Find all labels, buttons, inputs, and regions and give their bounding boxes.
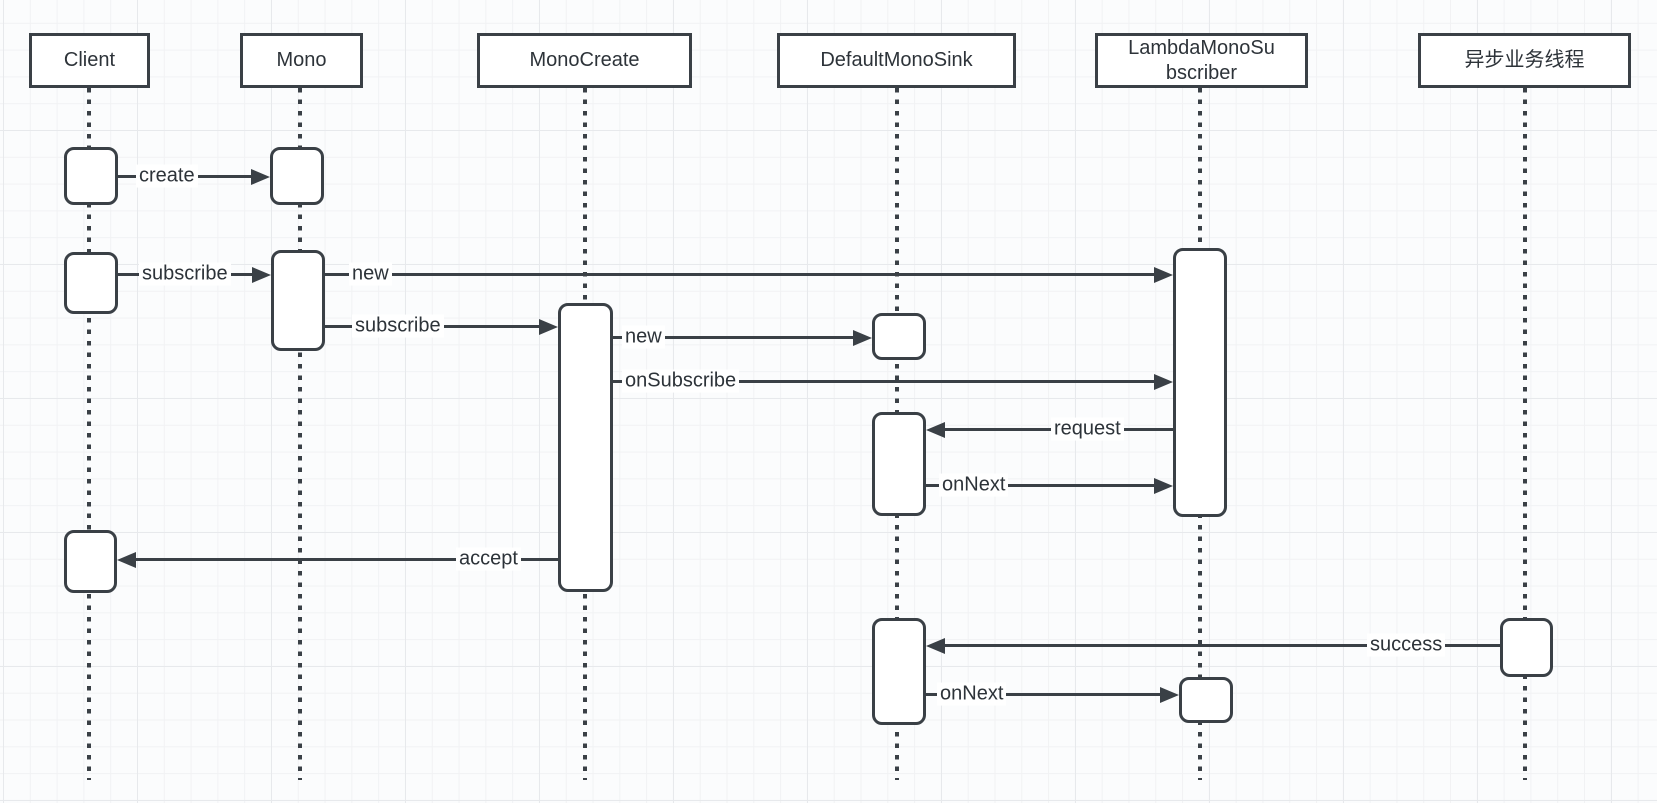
arrowhead-right-icon <box>1154 267 1173 283</box>
message-line-onsubscribe[interactable] <box>612 380 1154 383</box>
message-label-new-2[interactable]: new <box>622 325 665 349</box>
participant-box-defaultmonosink[interactable]: DefaultMonoSink <box>777 33 1016 88</box>
message-label-subscribe-1[interactable]: subscribe <box>139 262 231 286</box>
message-label-new-1[interactable]: new <box>349 262 392 286</box>
lifeline-async-thread <box>1523 88 1527 780</box>
arrowhead-right-icon <box>1154 374 1173 390</box>
message-label-request[interactable]: request <box>1051 417 1124 441</box>
activation-mono-2[interactable] <box>271 250 325 351</box>
participant-box-async-thread[interactable]: 异步业务线程 <box>1418 33 1631 88</box>
activation-async-thread[interactable] <box>1500 618 1553 677</box>
message-line-new-2[interactable] <box>612 336 853 339</box>
arrowhead-right-icon <box>251 169 270 185</box>
activation-defaultmonosink-1[interactable] <box>872 313 926 360</box>
message-line-new-1[interactable] <box>325 273 1154 276</box>
message-label-create[interactable]: create <box>136 164 198 188</box>
message-label-onnext-1[interactable]: onNext <box>939 473 1009 497</box>
message-line-onnext-2[interactable] <box>926 693 1160 696</box>
activation-client-3[interactable] <box>64 530 117 593</box>
participant-box-monocreate[interactable]: MonoCreate <box>477 33 692 88</box>
arrowhead-left-icon <box>926 638 945 654</box>
activation-defaultmonosink-2[interactable] <box>872 412 926 516</box>
message-line-accept[interactable] <box>136 558 558 561</box>
arrowhead-right-icon <box>853 330 872 346</box>
activation-lambdamonosubscriber-1[interactable] <box>1173 248 1227 517</box>
participant-box-client[interactable]: Client <box>29 33 150 88</box>
lifeline-client <box>87 88 91 780</box>
activation-client-2[interactable] <box>64 252 118 314</box>
message-label-accept[interactable]: accept <box>456 547 521 571</box>
activation-monocreate[interactable] <box>558 303 613 592</box>
message-label-onnext-2[interactable]: onNext <box>937 682 1007 706</box>
participant-box-lambdamonosubscriber[interactable]: LambdaMonoSu bscriber <box>1095 33 1308 88</box>
message-label-subscribe-2[interactable]: subscribe <box>352 314 444 338</box>
arrowhead-right-icon <box>252 267 271 283</box>
arrowhead-right-icon <box>1160 687 1179 703</box>
activation-defaultmonosink-3[interactable] <box>872 618 926 725</box>
activation-client-1[interactable] <box>64 147 118 205</box>
arrowhead-left-icon <box>926 422 945 438</box>
arrowhead-right-icon <box>539 319 558 335</box>
lifeline-mono <box>298 88 302 780</box>
activation-lambdamonosubscriber-2[interactable] <box>1179 677 1233 723</box>
message-line-success[interactable] <box>945 644 1502 647</box>
arrowhead-right-icon <box>1154 478 1173 494</box>
message-line-onnext-1[interactable] <box>925 484 1154 487</box>
arrowhead-left-icon <box>117 552 136 568</box>
message-label-success[interactable]: success <box>1367 633 1446 657</box>
participant-box-mono[interactable]: Mono <box>240 33 363 88</box>
message-label-onsubscribe[interactable]: onSubscribe <box>622 369 740 393</box>
activation-mono-1[interactable] <box>270 147 324 205</box>
